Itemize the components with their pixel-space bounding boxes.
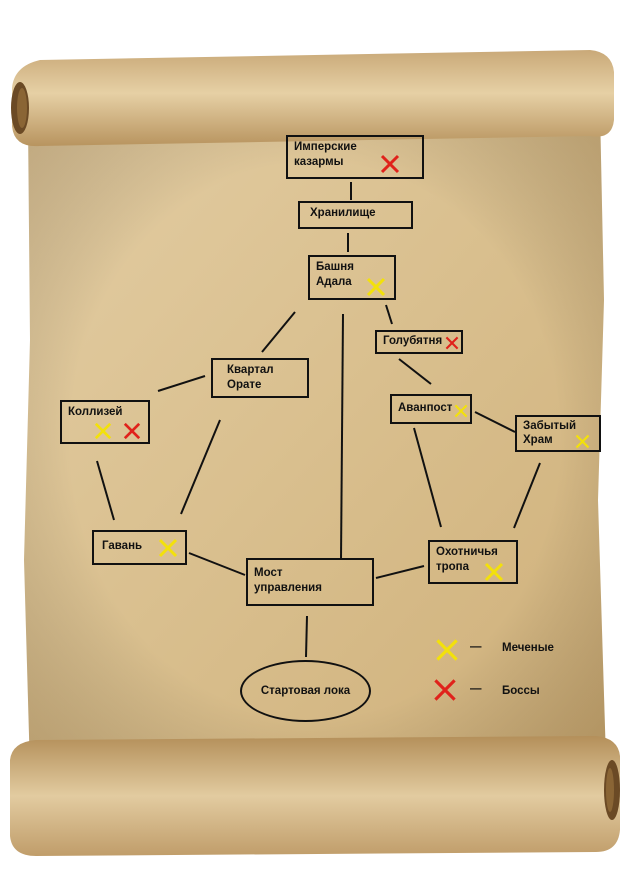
node-label: Коллизей <box>68 406 123 418</box>
node-label: Мост управления <box>254 567 322 594</box>
edge-temple-hunting <box>513 462 541 529</box>
legend-dash: — <box>470 683 482 695</box>
edge-colosseum-harbor <box>96 460 115 521</box>
marked-cross-icon <box>94 422 112 440</box>
boss-cross-icon <box>123 422 141 440</box>
legend-dash: — <box>470 641 482 653</box>
node-hunting-trail: Охотничья тропа <box>428 540 518 584</box>
edge-dovecote-outpost <box>398 358 432 385</box>
marked-cross-icon <box>484 562 504 582</box>
edge-tower-dovecote <box>385 304 393 325</box>
node-orate-quarter: Квартал Орате <box>211 358 309 398</box>
boss-cross-icon <box>445 336 459 350</box>
node-start-location: Стартовая лока <box>240 660 371 722</box>
boss-cross-icon <box>380 154 400 174</box>
node-adal-tower: Башня Адала <box>308 255 396 300</box>
node-storage: Хранилище <box>298 201 413 229</box>
node-label: Аванпост <box>398 402 453 414</box>
edge-tower-bridge <box>340 313 344 561</box>
edge-orate-colosseum <box>157 375 206 392</box>
node-label: Забытый Храм <box>523 420 577 446</box>
legend-marked-cross-icon <box>436 639 458 661</box>
node-imperial-barracks: Имперские казармы <box>286 135 424 179</box>
node-harbor: Гавань <box>92 530 187 565</box>
edge-orate-harbor <box>180 419 221 515</box>
marked-cross-icon <box>575 434 590 449</box>
node-label: Хранилище <box>310 207 376 219</box>
marked-cross-icon <box>158 538 178 558</box>
marked-cross-icon <box>366 277 386 297</box>
edge-bridge-start <box>305 615 308 658</box>
node-label: Гавань <box>102 540 143 552</box>
node-control-bridge: Мост управления <box>246 558 374 606</box>
edge-outpost-temple <box>474 411 516 433</box>
node-label: Голубятня <box>383 335 443 347</box>
edge-harbor-bridge <box>188 552 246 576</box>
marked-cross-icon <box>454 404 468 418</box>
node-label: Башня Адала <box>316 261 354 288</box>
node-label: Стартовая лока <box>260 685 351 697</box>
edge-tower-orate <box>261 311 296 353</box>
node-outpost: Аванпост <box>390 394 472 424</box>
node-forgotten-temple: Забытый Храм <box>515 415 601 452</box>
legend-label-marked: Меченые <box>502 642 554 654</box>
edge-bridge-hunting <box>375 565 425 579</box>
node-label: Охотничья тропа <box>436 546 498 573</box>
edge-outpost-hunting <box>413 427 442 528</box>
legend-label-boss: Боссы <box>502 685 540 697</box>
node-label: Имперские казармы <box>294 141 357 168</box>
node-label: Квартал Орате <box>227 364 274 391</box>
node-dovecote: Голубятня <box>375 330 463 354</box>
legend-boss-cross-icon <box>434 679 456 701</box>
node-colosseum: Коллизей <box>60 400 150 444</box>
